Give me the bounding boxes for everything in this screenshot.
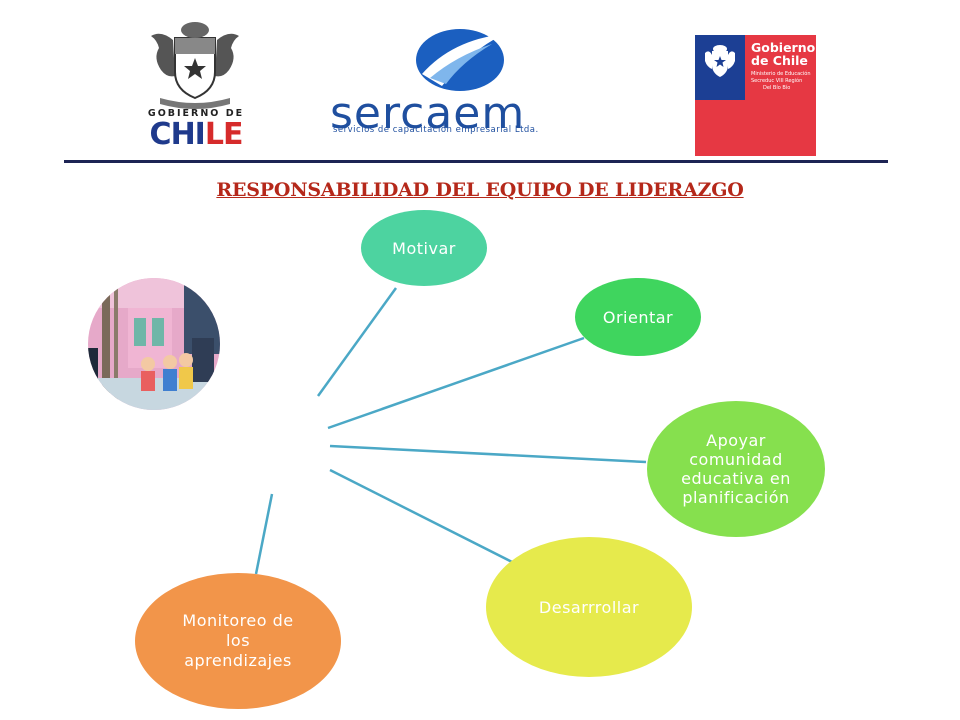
sercaem-tagline: servicios de capacitación empresarial Lt… — [333, 125, 539, 135]
node-desarrollar: Desarrrollar — [486, 537, 692, 677]
logo-red-base — [695, 100, 816, 156]
school-children-image — [88, 278, 220, 410]
gobierno-title-line2: de Chile — [751, 53, 808, 68]
ministerio-line3: Del Bío Bío — [763, 85, 791, 91]
node-apoyar: Apoyar comunidad educativa en planificac… — [647, 401, 825, 537]
chile-wordmark-blue: CHI — [149, 117, 206, 152]
school-children-illustration — [88, 278, 220, 410]
node-monitoreo: Monitoreo de los aprendizajes — [135, 573, 341, 709]
header-divider — [64, 160, 888, 163]
connector-desarrollar — [329, 468, 517, 566]
sercaem-swoosh-icon — [412, 22, 508, 92]
node-motivar-label: Motivar — [392, 238, 456, 258]
connector-apoyar — [329, 444, 647, 464]
connector-motivar — [316, 287, 398, 397]
node-monitoreo-label: Monitoreo de los aprendizajes — [182, 611, 294, 670]
gobierno-de-chile-ministerio-logo: Gobierno de Chile Ministerio de Educació… — [695, 35, 816, 156]
gobierno-de-chile-logo — [135, 20, 255, 160]
connector-monitoreo — [254, 493, 274, 575]
node-motivar: Motivar — [361, 210, 487, 286]
gobierno-de-text: GOBIERNO DE — [147, 108, 245, 119]
node-desarrollar-label: Desarrrollar — [538, 597, 640, 617]
node-orientar: Orientar — [575, 278, 701, 356]
gobierno-title-line1: Gobierno — [751, 40, 816, 55]
connector-orientar — [327, 336, 585, 430]
node-orientar-label: Orientar — [602, 307, 674, 327]
ministerio-line2: Secreduc VIII Región — [751, 78, 803, 84]
coat-of-arms-icon — [705, 45, 735, 77]
ministerio-text: Ministerio de Educación Secreduc VIII Re… — [751, 71, 811, 92]
node-apoyar-label: Apoyar comunidad educativa en planificac… — [681, 431, 791, 507]
chile-wordmark: CHILE — [138, 117, 254, 152]
slide-title: RESPONSABILIDAD DEL EQUIPO DE LIDERAZGO — [216, 179, 744, 201]
chile-wordmark-red: LE — [204, 117, 244, 152]
coat-of-arms-icon — [151, 22, 239, 109]
sercaem-name: sercaem — [330, 88, 526, 139]
ministerio-line1: Ministerio de Educación — [751, 71, 811, 77]
gobierno-title: Gobierno de Chile — [751, 41, 815, 67]
